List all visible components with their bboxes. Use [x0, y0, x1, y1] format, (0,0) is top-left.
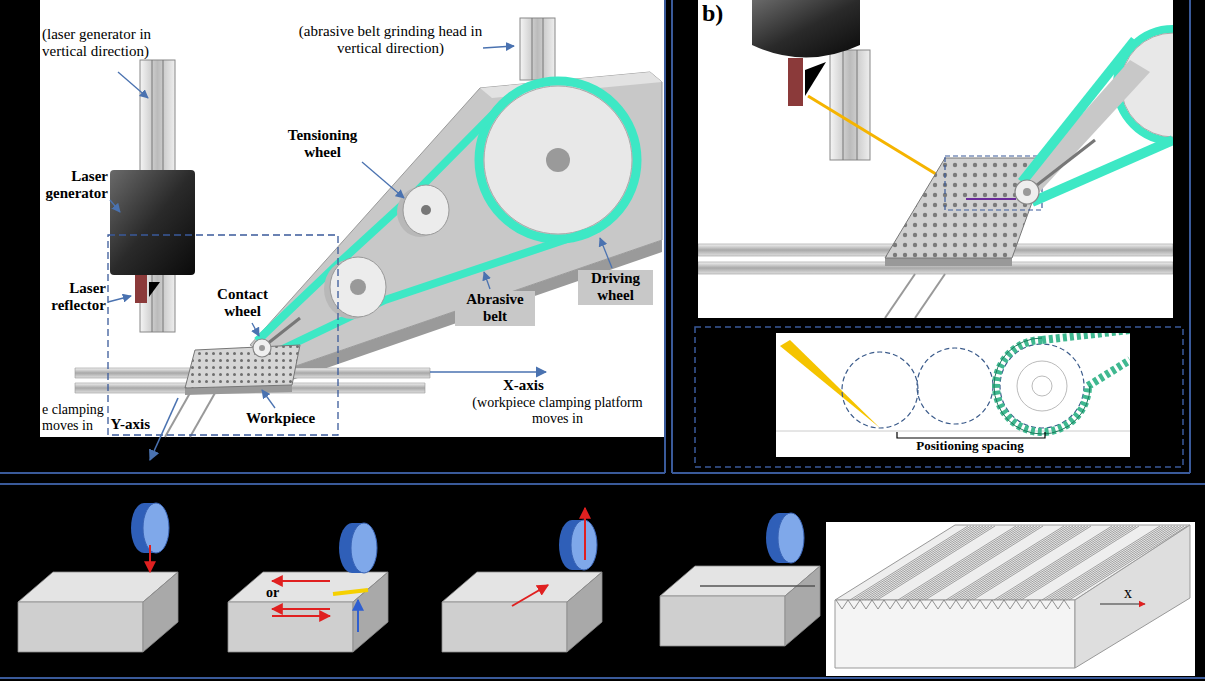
groove-line: [1063, 526, 1181, 600]
axis-label: X-axis: [503, 377, 563, 394]
part-label: Laser generator: [38, 168, 108, 203]
groove-line: [1054, 526, 1172, 600]
part-label: Abrasive belt: [455, 291, 535, 326]
groove-line: [946, 526, 1064, 600]
groove-line: [1051, 526, 1169, 600]
arrow-note: or: [266, 585, 290, 601]
axis-label: Y-axis: [98, 416, 150, 433]
groove-line: [1045, 526, 1163, 600]
groove-line: [1060, 526, 1178, 600]
part-label: Workpiece: [246, 410, 336, 427]
groove-line: [1042, 526, 1160, 600]
part-label: Contact wheel: [205, 286, 280, 321]
groove-line: [850, 526, 968, 600]
groove-line: [853, 526, 971, 600]
groove-line: [898, 526, 1016, 600]
part-label: Laser reflector: [40, 280, 106, 315]
groove-line: [997, 526, 1115, 600]
dimension-label: Positioning spacing: [880, 439, 1060, 454]
part-label: Driving wheel: [578, 270, 653, 305]
groove-line: [994, 526, 1112, 600]
axis-note: (laser generator in vertical direction): [42, 26, 182, 61]
axis-label: x: [1124, 584, 1140, 602]
axis-note: (workpiece clamping platform moves in: [455, 395, 660, 427]
groove-line: [1057, 526, 1175, 600]
groove-line: [949, 526, 1067, 600]
groove-line: [901, 526, 1019, 600]
tooth-profile: [836, 600, 1070, 609]
axis-note: (abrasive belt grinding head in vertical…: [283, 23, 498, 58]
groove-line: [1048, 526, 1166, 600]
part-label: Tensioning wheel: [280, 127, 365, 162]
panel-letter: b): [702, 0, 742, 28]
axis-note: e clamping moves in: [42, 402, 104, 434]
